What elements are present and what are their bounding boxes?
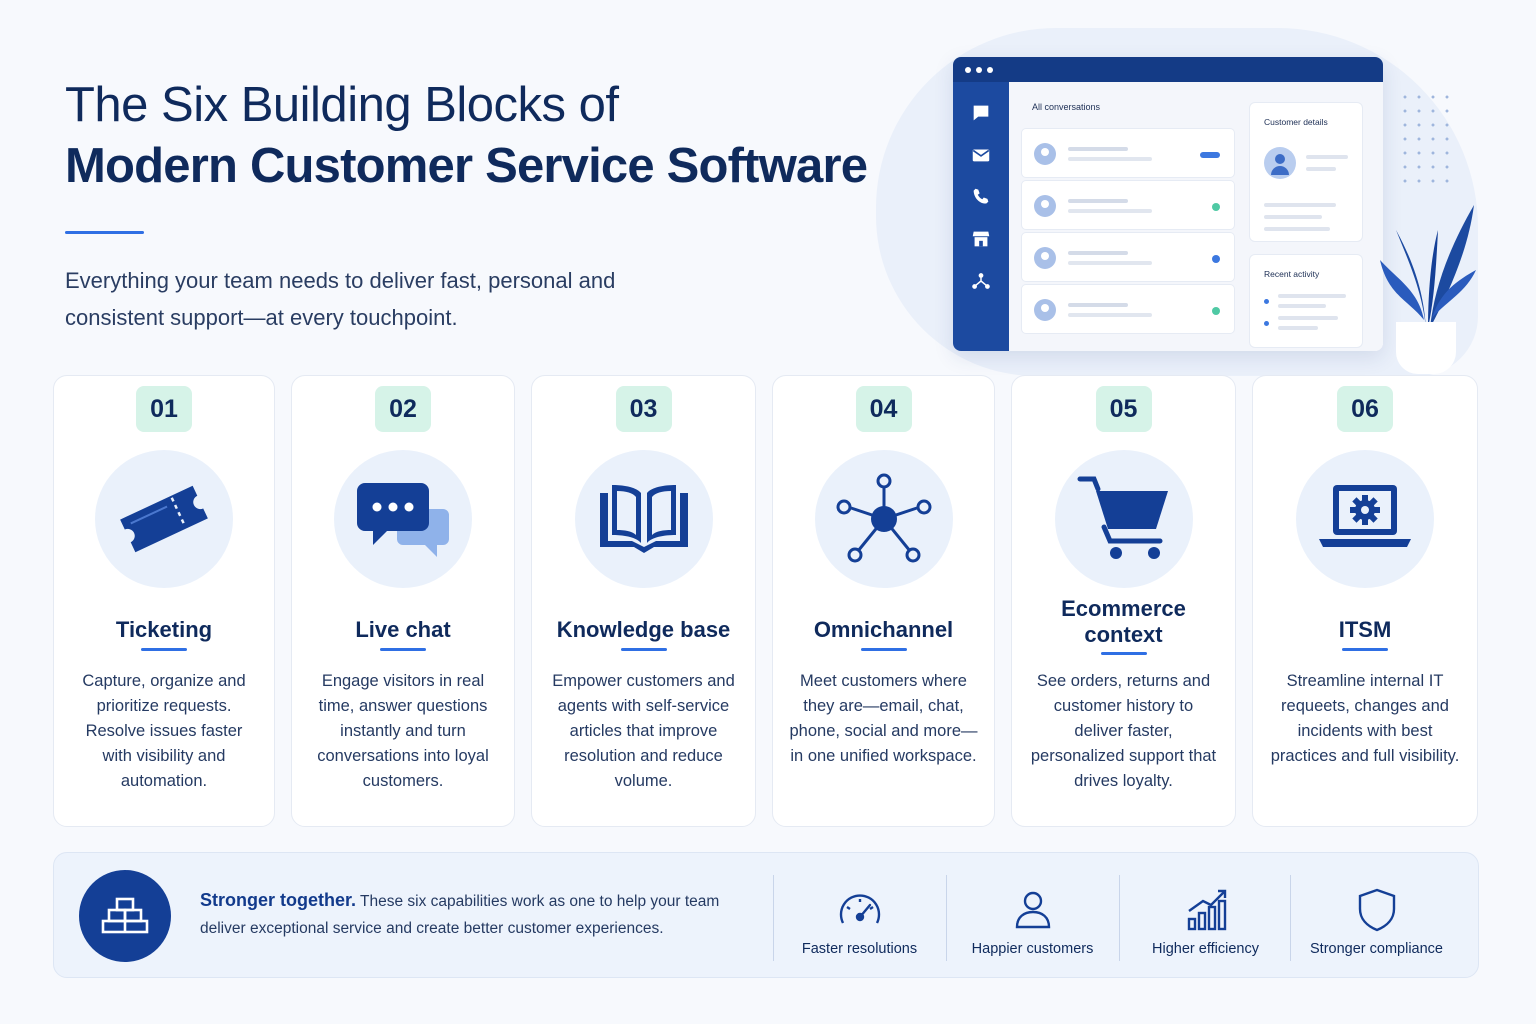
avatar — [1034, 299, 1056, 321]
customer-details-panel: Customer details — [1249, 102, 1363, 242]
card-description: Engage visitors in real time, answer que… — [317, 672, 489, 790]
summary-strip: Stronger together. These six capabilitie… — [53, 852, 1479, 978]
card-number: 01 — [136, 386, 192, 432]
card-number: 06 — [1337, 386, 1393, 432]
window-titlebar — [953, 57, 1383, 82]
title-line-1: The Six Building Blocks of — [65, 78, 619, 132]
card-underline — [141, 648, 187, 651]
card-underline — [620, 648, 667, 651]
benefit-label: Stronger compliance — [1310, 941, 1443, 957]
card-description: See orders, returns and customer history… — [1030, 672, 1217, 790]
card-title: Knowledge base — [556, 617, 731, 642]
benefit-stronger-compliance: Stronger compliance — [1290, 875, 1462, 961]
recent-activity-panel: Recent activity — [1249, 254, 1363, 348]
card-number: 05 — [1095, 386, 1152, 432]
list-item — [1021, 284, 1235, 334]
plant-pot — [1396, 322, 1456, 374]
card-title: Live chat — [355, 617, 451, 642]
card-omnichannel: 04 Omnichannel Meet customers where they… — [772, 375, 995, 827]
avatar — [1034, 143, 1056, 165]
card-underline — [1342, 648, 1388, 651]
recent-activity-heading: Recent activity — [1264, 269, 1320, 279]
mail-icon — [972, 149, 990, 162]
card-description: Streamline internal IT requeets, changes… — [1270, 672, 1460, 765]
decorative-dots — [1398, 90, 1454, 190]
benefit-label: Faster resolutions — [801, 941, 918, 957]
icon-circle — [1296, 450, 1434, 588]
laptop-gear-icon — [1319, 485, 1411, 547]
summary-text: Stronger together. These six capabilitie… — [200, 887, 760, 942]
card-description: Capture, organize and prioritize request… — [82, 672, 246, 790]
card-knowledge-base: 03 Knowledge base Empower customers and … — [531, 375, 756, 827]
card-number: 04 — [855, 386, 912, 432]
store-icon — [972, 231, 990, 247]
card-number: 03 — [615, 386, 672, 432]
icon-circle — [814, 450, 953, 588]
card-underline — [380, 648, 426, 651]
card-ticketing: 01 Ticketing Capture, organize and prior… — [53, 375, 275, 827]
chat-icon — [973, 105, 989, 121]
speedometer-icon — [839, 894, 880, 924]
customer-details-heading: Customer details — [1264, 117, 1328, 127]
hub-network-icon — [836, 473, 931, 563]
chat-bubbles-icon — [357, 483, 449, 557]
card-ecommerce-context: 05 Ecommerce context See orders, returns… — [1011, 375, 1236, 827]
network-icon — [972, 273, 990, 289]
status-badge — [1200, 152, 1220, 158]
summary-body: These six capabilities work as one to he… — [200, 893, 720, 937]
mockup-main: All conversations Customer details Recen… — [1009, 82, 1383, 351]
mockup-sidebar — [953, 82, 1009, 351]
window-dot — [965, 66, 971, 73]
plant-illustration — [1380, 205, 1476, 328]
page-title: The Six Building Blocks of Modern Custom… — [65, 76, 935, 198]
benefit-label: Happier customers — [971, 941, 1094, 957]
card-live-chat: 02 Live chat Engage visitors in real tim… — [291, 375, 515, 827]
conversations-heading: All conversations — [1032, 102, 1101, 112]
page-subtitle: Everything your team needs to deliver fa… — [65, 268, 616, 330]
benefit-faster-resolutions: Faster resolutions — [773, 875, 945, 961]
growth-chart-icon — [1187, 889, 1226, 931]
card-itsm: 06 ITSM Streamline internal IT requeets,… — [1252, 375, 1478, 827]
title-line-2: Modern Customer Service Software — [65, 139, 868, 193]
card-title: ITSM — [1338, 617, 1392, 642]
window-dot — [987, 66, 993, 73]
phone-icon — [973, 188, 989, 204]
card-title: Omnichannel — [813, 617, 954, 642]
card-title: Ecommerce context — [1061, 596, 1186, 647]
status-dot — [1212, 203, 1220, 211]
summary-lead: Stronger together. — [200, 890, 357, 910]
person-icon — [1015, 891, 1050, 929]
benefit-label: Higher efficiency — [1152, 941, 1259, 957]
list-item — [1021, 180, 1235, 230]
shield-icon — [1358, 888, 1395, 932]
card-number: 02 — [375, 386, 431, 432]
list-item — [1021, 232, 1235, 282]
icon-circle — [574, 450, 713, 588]
list-item — [1021, 128, 1235, 178]
card-description: Empower customers and agents with self-s… — [552, 672, 735, 790]
card-underline — [860, 648, 907, 651]
status-dot — [1212, 255, 1220, 263]
avatar — [1264, 147, 1296, 179]
status-dot — [1212, 307, 1220, 315]
icon-circle — [95, 450, 233, 588]
card-title: Ticketing — [115, 617, 213, 642]
avatar — [1034, 195, 1056, 217]
ticket-icon — [120, 485, 208, 553]
conversation-list — [1021, 128, 1235, 336]
shopping-cart-icon — [1077, 476, 1168, 559]
icon-circle — [334, 450, 472, 588]
building-blocks-icon — [79, 870, 171, 962]
benefit-higher-efficiency: Higher efficiency — [1119, 875, 1291, 961]
card-description: Meet customers where they are—email, cha… — [789, 672, 978, 765]
open-book-icon — [599, 485, 688, 553]
icon-circle — [1054, 450, 1193, 588]
title-underline — [65, 231, 144, 234]
window-dot — [976, 66, 982, 73]
card-underline — [1100, 652, 1147, 655]
app-mockup-window: All conversations Customer details Recen… — [953, 57, 1383, 351]
benefit-happier-customers: Happier customers — [946, 875, 1118, 961]
avatar — [1034, 247, 1056, 269]
